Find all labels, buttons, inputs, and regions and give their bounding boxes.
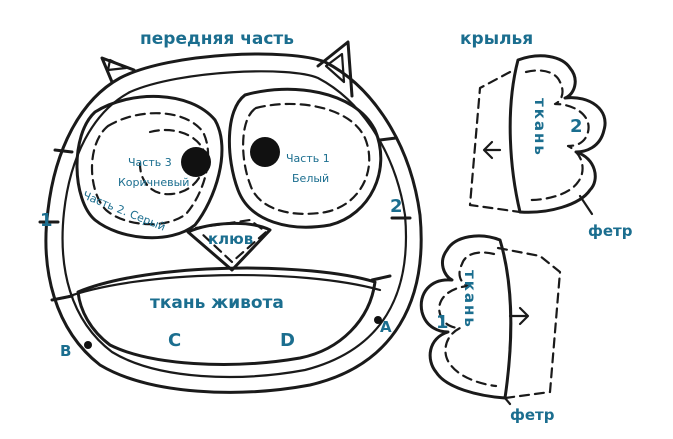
ear-right — [316, 40, 354, 98]
part2-label: Часть 2. Серый — [81, 189, 167, 234]
eye-left-pupil — [181, 147, 211, 177]
part3-label-line1: Часть 3 — [128, 156, 172, 169]
belly-seam-line — [62, 273, 382, 300]
wing-top-inner-dashed — [524, 69, 590, 202]
front-title: передняя часть — [140, 29, 294, 49]
wing-top-arrow-head — [482, 140, 494, 160]
wing-top-scallop-outline — [508, 54, 607, 214]
number-2: 2 — [390, 196, 403, 217]
wing-bottom-scallop-outline — [419, 234, 513, 400]
eye-right-pupil — [250, 137, 280, 167]
wing-top-dashed-outline — [468, 70, 522, 214]
wing-bottom-arrow-head — [518, 306, 530, 326]
ear-right-inner — [324, 52, 346, 84]
eye-right-dashed — [242, 102, 371, 215]
eye-right-outer — [227, 87, 383, 229]
part1-label-line1: Часть 1 — [286, 152, 330, 165]
mark-d: D — [280, 330, 295, 351]
owl-front-piece — [38, 40, 423, 394]
wing-bottom-dashed-outline — [496, 246, 562, 400]
wing-bottom-felt-pointer — [503, 396, 512, 406]
mark-c: C — [168, 330, 181, 351]
notch-right-mid — [370, 274, 392, 282]
part3-label-line2: Коричневый — [118, 176, 189, 189]
part1-label-line2: Белый — [292, 172, 329, 185]
ear-left-inner — [106, 58, 128, 72]
wing-bottom-inner-dashed — [438, 251, 498, 388]
wing-bottom-piece — [419, 234, 562, 406]
wing-top-number: 2 — [570, 116, 583, 137]
wing-bottom-number: 1 — [436, 312, 449, 333]
wings-title: крылья — [460, 29, 533, 49]
dot-b — [84, 341, 92, 349]
beak-label: клюв — [208, 230, 253, 248]
eye-left-outer — [75, 95, 224, 240]
mark-a: A — [380, 318, 392, 336]
belly-outline — [76, 266, 377, 366]
notch-left-mid — [50, 294, 74, 302]
wing-top-felt-label: фетр — [588, 222, 633, 240]
number-1: 1 — [40, 210, 53, 231]
mark-b: B — [60, 342, 71, 360]
notch-left-upper — [53, 148, 74, 154]
notch-right-upper — [378, 136, 398, 142]
wing-top-fabric-label: ткань — [531, 98, 549, 157]
dot-a — [374, 316, 382, 324]
eye-left-inner-dashed — [138, 128, 206, 196]
belly-label: ткань живота — [150, 293, 284, 313]
wing-top-felt-pointer — [578, 194, 594, 216]
wing-top-piece — [468, 54, 607, 216]
wing-bottom-felt-label: фетр — [510, 406, 555, 424]
wing-bottom-fabric-label: ткань — [461, 270, 479, 329]
body-seam-line — [61, 70, 408, 379]
beak-dashed — [194, 218, 268, 264]
eye-left-dashed — [91, 112, 210, 226]
